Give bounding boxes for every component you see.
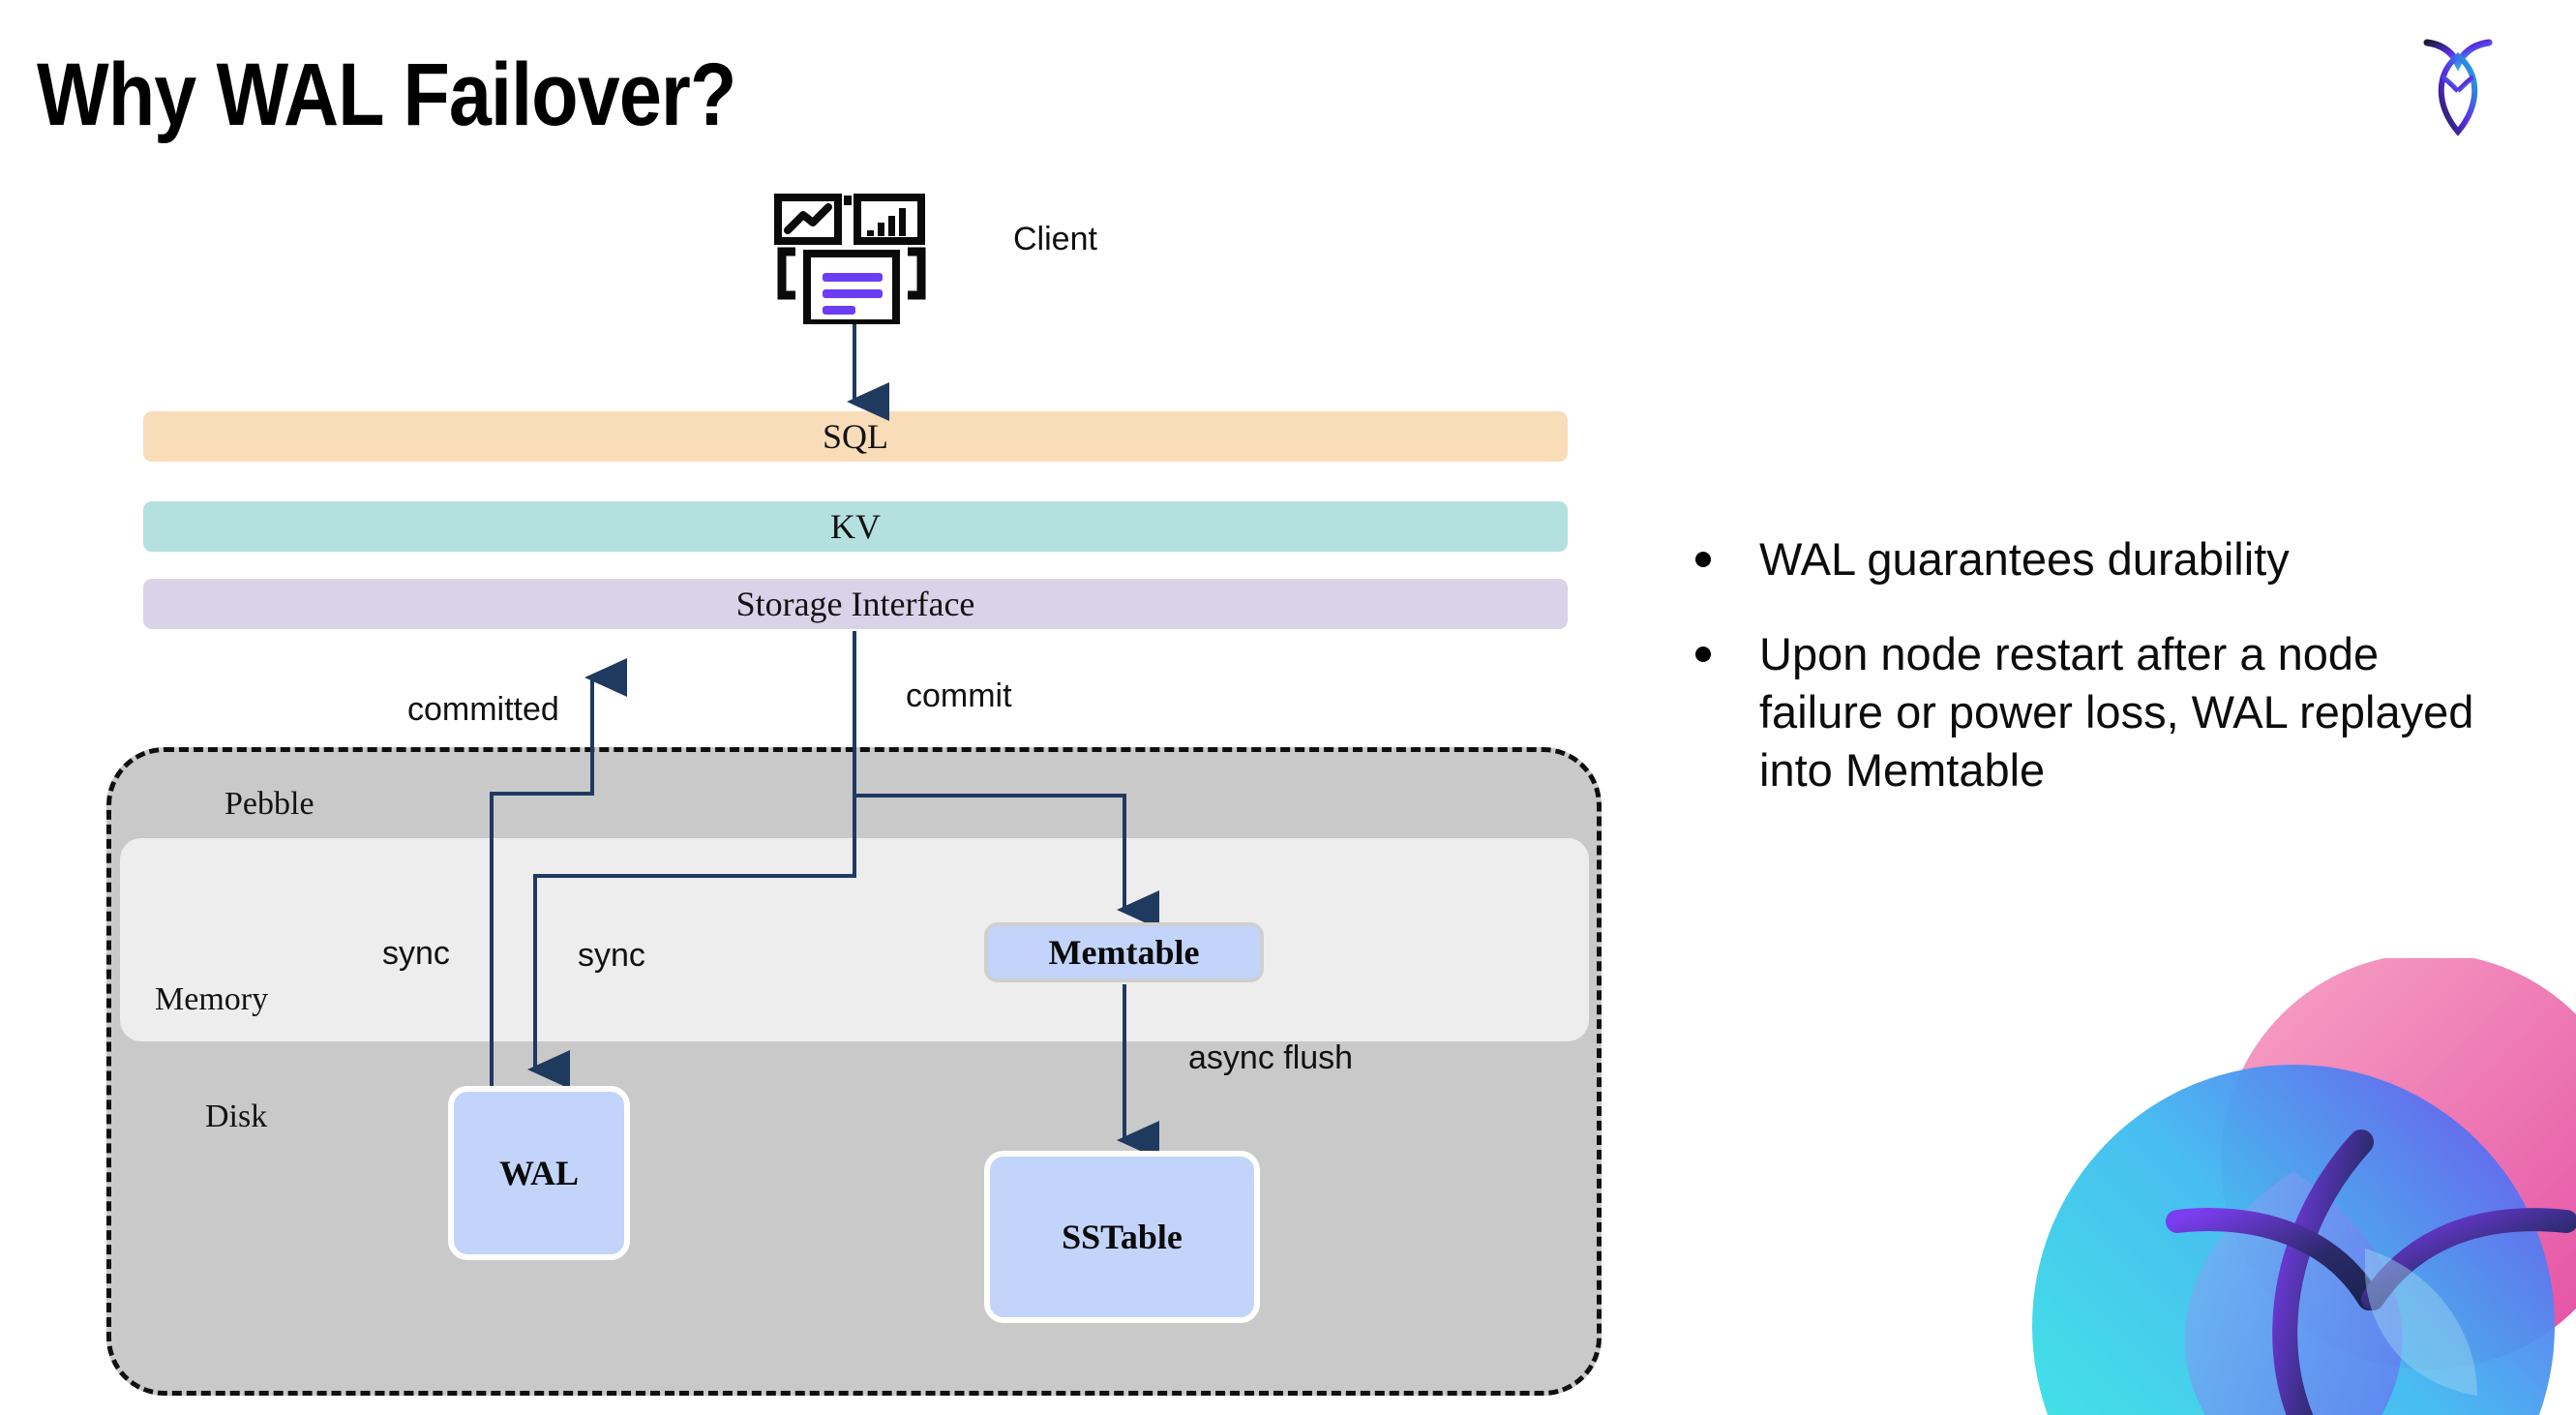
list-item: WAL guarantees durability bbox=[1695, 530, 2499, 588]
node-wal[interactable]: WAL bbox=[448, 1086, 630, 1260]
page-title: Why WAL Failover? bbox=[37, 45, 736, 144]
bullet-dot-icon bbox=[1695, 647, 1711, 663]
node-sstable[interactable]: SSTable bbox=[984, 1151, 1260, 1323]
client-monitor-chart-icon bbox=[774, 194, 929, 327]
edge-label-sync-right: sync bbox=[578, 937, 645, 974]
memory-zone bbox=[120, 838, 1589, 1041]
edge-label-commit: commit bbox=[906, 677, 1012, 714]
list-item: Upon node restart after a node failure o… bbox=[1695, 625, 2499, 799]
bullet-text: WAL guarantees durability bbox=[1759, 533, 2290, 585]
edge-label-async-flush: async flush bbox=[1188, 1039, 1354, 1076]
bullet-list: WAL guarantees durability Upon node rest… bbox=[1695, 530, 2499, 837]
decorative-leaf-graphic bbox=[1974, 953, 2576, 1415]
layer-bar-storage[interactable]: Storage Interface bbox=[143, 579, 1568, 629]
layer-bar-kv[interactable]: KV bbox=[143, 501, 1568, 552]
pebble-label: Pebble bbox=[225, 786, 315, 822]
memory-label: Memory bbox=[155, 981, 269, 1017]
disk-label: Disk bbox=[205, 1099, 268, 1134]
node-memtable[interactable]: Memtable bbox=[984, 922, 1264, 982]
cockroachdb-logo bbox=[2421, 23, 2495, 139]
bullet-dot-icon bbox=[1695, 552, 1711, 567]
bullet-text: Upon node restart after a node failure o… bbox=[1759, 628, 2474, 797]
edge-label-sync-left: sync bbox=[382, 935, 450, 972]
layer-bar-sql[interactable]: SQL bbox=[143, 411, 1568, 462]
client-label: Client bbox=[1013, 221, 1097, 257]
edge-label-committed: committed bbox=[407, 691, 559, 728]
